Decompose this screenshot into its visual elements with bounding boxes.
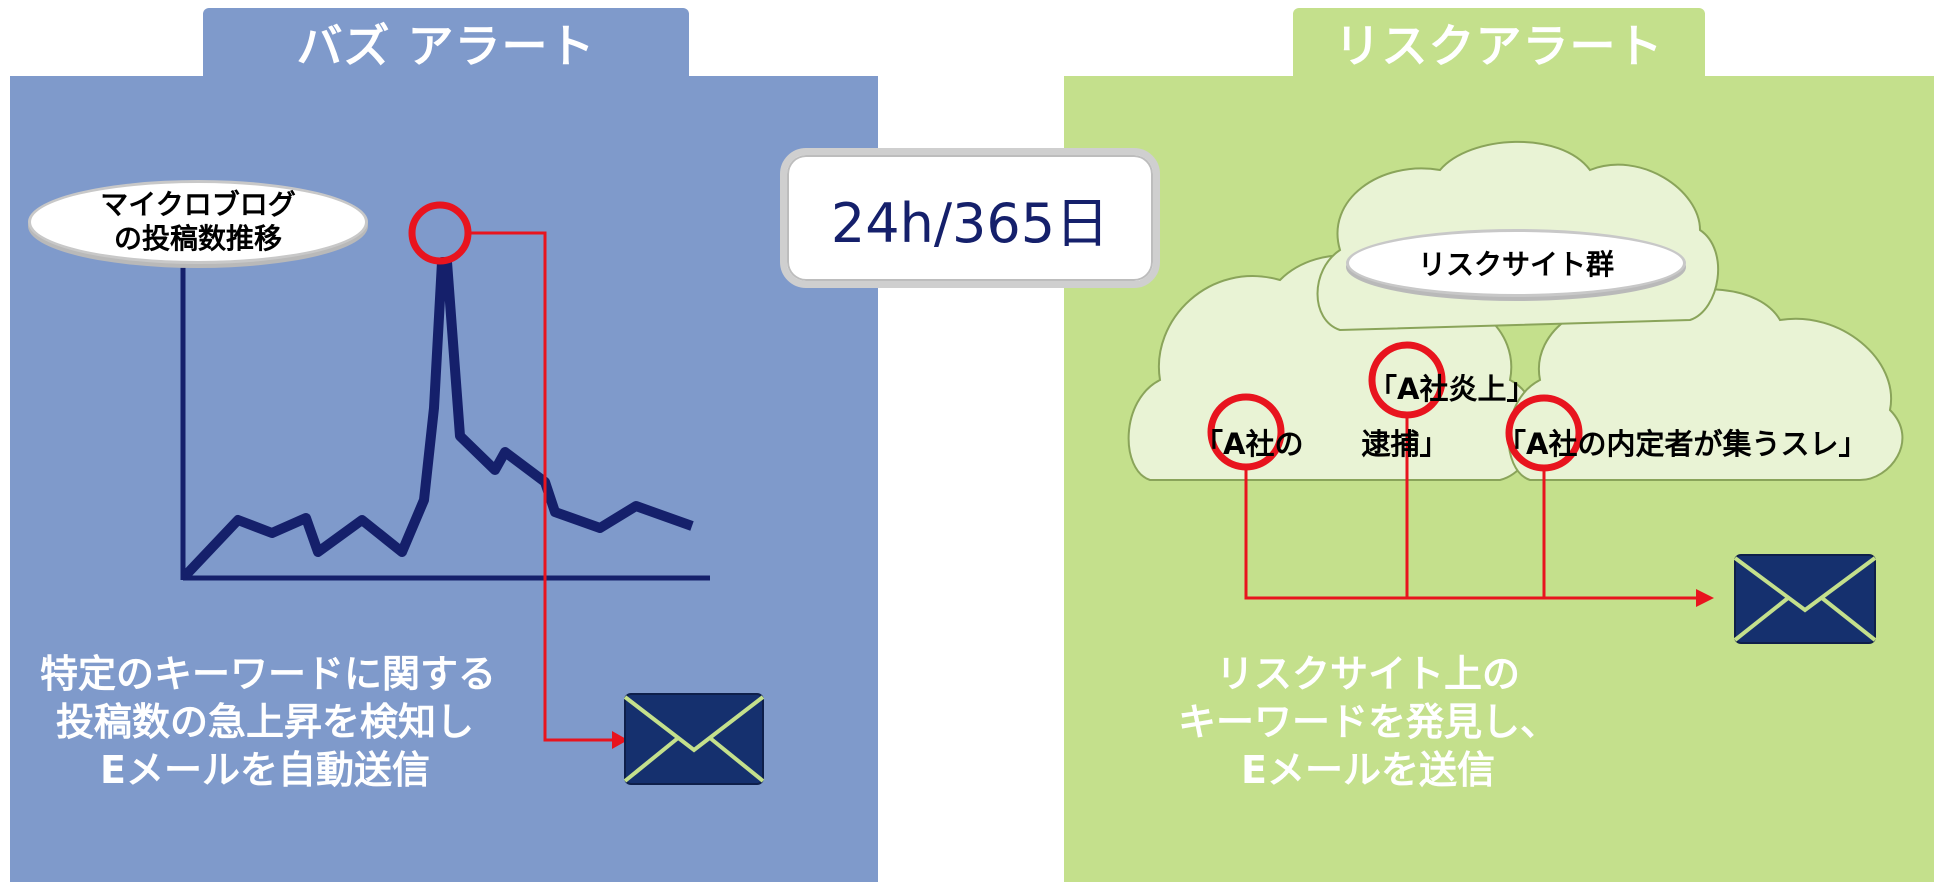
risk-post-1: 「A社炎上」 — [1368, 372, 1536, 406]
chart-label-ellipse: マイクロブログ の投稿数推移 — [28, 180, 368, 264]
risk-caption-line1: リスクサイト上の — [1215, 652, 1520, 696]
risk-alert-tab: リスクアラート — [1293, 8, 1705, 78]
risk-site-label-ellipse: リスクサイト群 — [1346, 229, 1686, 297]
buzz-caption: 特定のキーワードに関する 投稿数の急上昇を検知し Eメールを自動送信 — [40, 650, 497, 794]
buzz-caption-line2: 投稿数の急上昇を検知し — [55, 700, 474, 744]
schedule-badge: 24h/365日 — [780, 148, 1160, 288]
chart-label-line1: マイクロブログ — [100, 188, 296, 221]
risk-caption-line3: Eメールを送信 — [1241, 748, 1495, 792]
buzz-connector — [468, 231, 612, 742]
buzz-caption-line1: 特定のキーワードに関する — [40, 652, 497, 696]
envelope-icon — [623, 693, 765, 785]
chart-label-line2: の投稿数推移 — [113, 222, 282, 255]
risk-post-3: 「A社の内定者が集うスレ」 — [1497, 427, 1868, 461]
buzz-chart — [180, 250, 710, 581]
spike-highlight-circle — [408, 201, 472, 265]
risk-alert-title: リスクアラート — [1334, 19, 1664, 73]
risk-arrowhead — [1696, 589, 1714, 607]
risk-post-2: 「A社の 逮捕」 — [1194, 427, 1449, 461]
buzz-trend-line — [181, 257, 694, 580]
cloud-right — [1507, 288, 1904, 481]
envelope-icon — [1733, 554, 1877, 644]
buzz-alert-title: バズ アラート — [296, 19, 596, 73]
buzz-alert-tab: バズ アラート — [203, 8, 689, 78]
schedule-label: 24h/365日 — [830, 191, 1110, 255]
buzz-arrowhead — [612, 731, 628, 749]
alert-connectors — [468, 231, 1696, 742]
risk-site-label: リスクサイト群 — [1417, 248, 1614, 281]
risk-caption-line2: キーワードを発見し、 — [1177, 700, 1558, 744]
buzz-caption-line3: Eメールを自動送信 — [100, 748, 430, 792]
risk-caption: リスクサイト上の キーワードを発見し、 Eメールを送信 — [1168, 650, 1568, 794]
risk-connector — [1244, 467, 1696, 600]
